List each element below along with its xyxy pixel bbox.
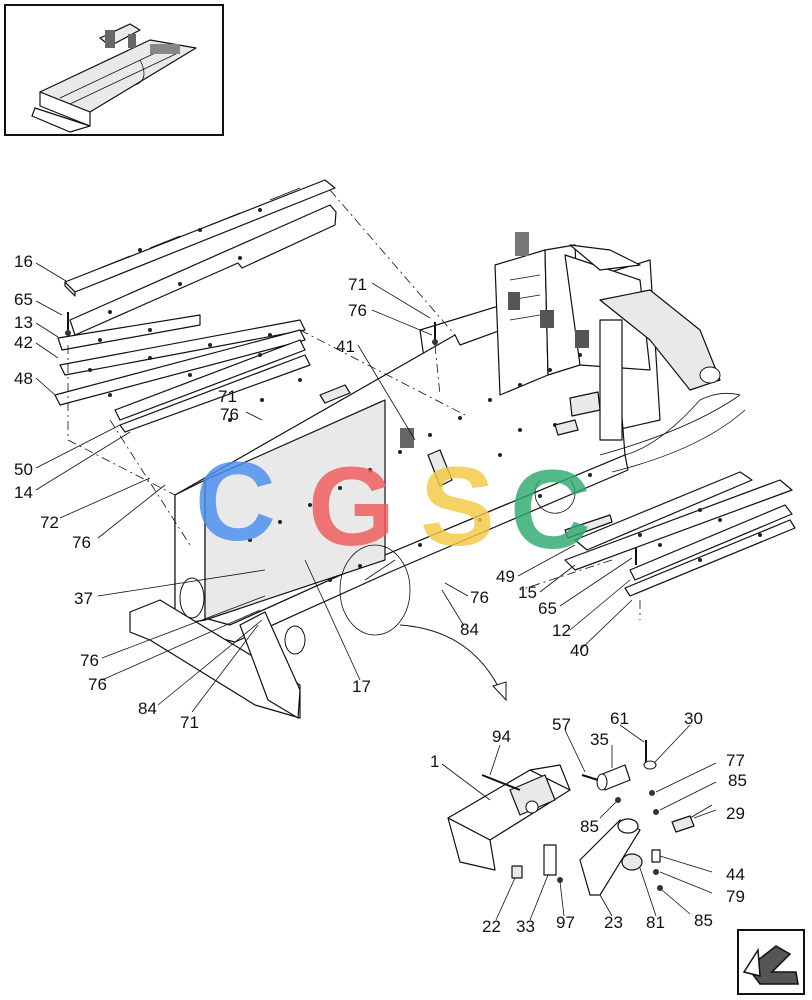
callout-76: 76 [220,405,239,424]
callout-17: 17 [352,677,371,696]
callout-57: 57 [552,715,571,734]
detail-callout-circle [339,544,507,702]
return-arrow-button[interactable] [737,929,805,995]
callout-48: 48 [14,369,33,388]
callout-72: 72 [40,513,59,532]
pivot-detail-assembly [447,740,713,896]
watermark-letter-c2: C [510,447,591,572]
callout-23: 23 [604,913,623,932]
callout-44: 44 [726,865,745,884]
callout-41: 41 [336,337,355,356]
callout-76: 76 [88,675,107,694]
callout-97: 97 [556,913,575,932]
callout-35: 35 [590,730,609,749]
callout-14: 14 [14,483,33,502]
callout-85: 85 [580,817,599,836]
callout-1: 1 [430,752,439,771]
callout-85: 85 [728,771,747,790]
callout-50: 50 [14,460,33,479]
callout-77: 77 [726,751,745,770]
leader-lines [35,262,717,921]
callout-81: 81 [646,913,665,932]
right-rail-strips [564,471,796,597]
callout-94: 94 [492,727,511,746]
callout-76: 76 [348,301,367,320]
upper-rail-strips [54,179,438,433]
assembly-lines [67,189,641,620]
return-arrow-icon [742,945,799,985]
callout-76: 76 [80,651,99,670]
callout-13: 13 [14,313,33,332]
callout-labels: 16 65 13 42 48 50 14 72 76 37 76 76 84 7… [14,252,747,936]
callout-12: 12 [552,621,571,640]
cgsc-watermark: C G S C [195,439,591,572]
callout-79: 79 [726,887,745,906]
callout-65: 65 [538,599,557,618]
callout-84: 84 [460,620,479,639]
callout-15: 15 [518,583,537,602]
callout-22: 22 [482,917,501,936]
callout-76: 76 [470,588,489,607]
watermark-letter-c1: C [195,439,276,564]
frame-holes [228,353,592,582]
callout-71: 71 [180,713,199,732]
callout-84: 84 [138,699,157,718]
callout-16: 16 [14,252,33,271]
callout-71: 71 [218,387,237,406]
callout-85: 85 [694,911,713,930]
watermark-letter-g: G [308,444,395,569]
callout-33: 33 [516,917,535,936]
callout-30: 30 [684,709,703,728]
callout-29: 29 [726,804,745,823]
callout-49: 49 [496,567,515,586]
callout-40: 40 [570,641,589,660]
callout-61: 61 [610,709,629,728]
callout-76: 76 [72,533,91,552]
callout-37: 37 [74,589,93,608]
callout-71: 71 [348,275,367,294]
machine-overview-thumbnail [31,23,197,133]
overview-thumbnail[interactable] [4,4,224,136]
callout-42: 42 [14,333,33,352]
main-frame-assembly [129,232,746,719]
watermark-letter-s: S [420,444,495,569]
callout-65: 65 [14,290,33,309]
